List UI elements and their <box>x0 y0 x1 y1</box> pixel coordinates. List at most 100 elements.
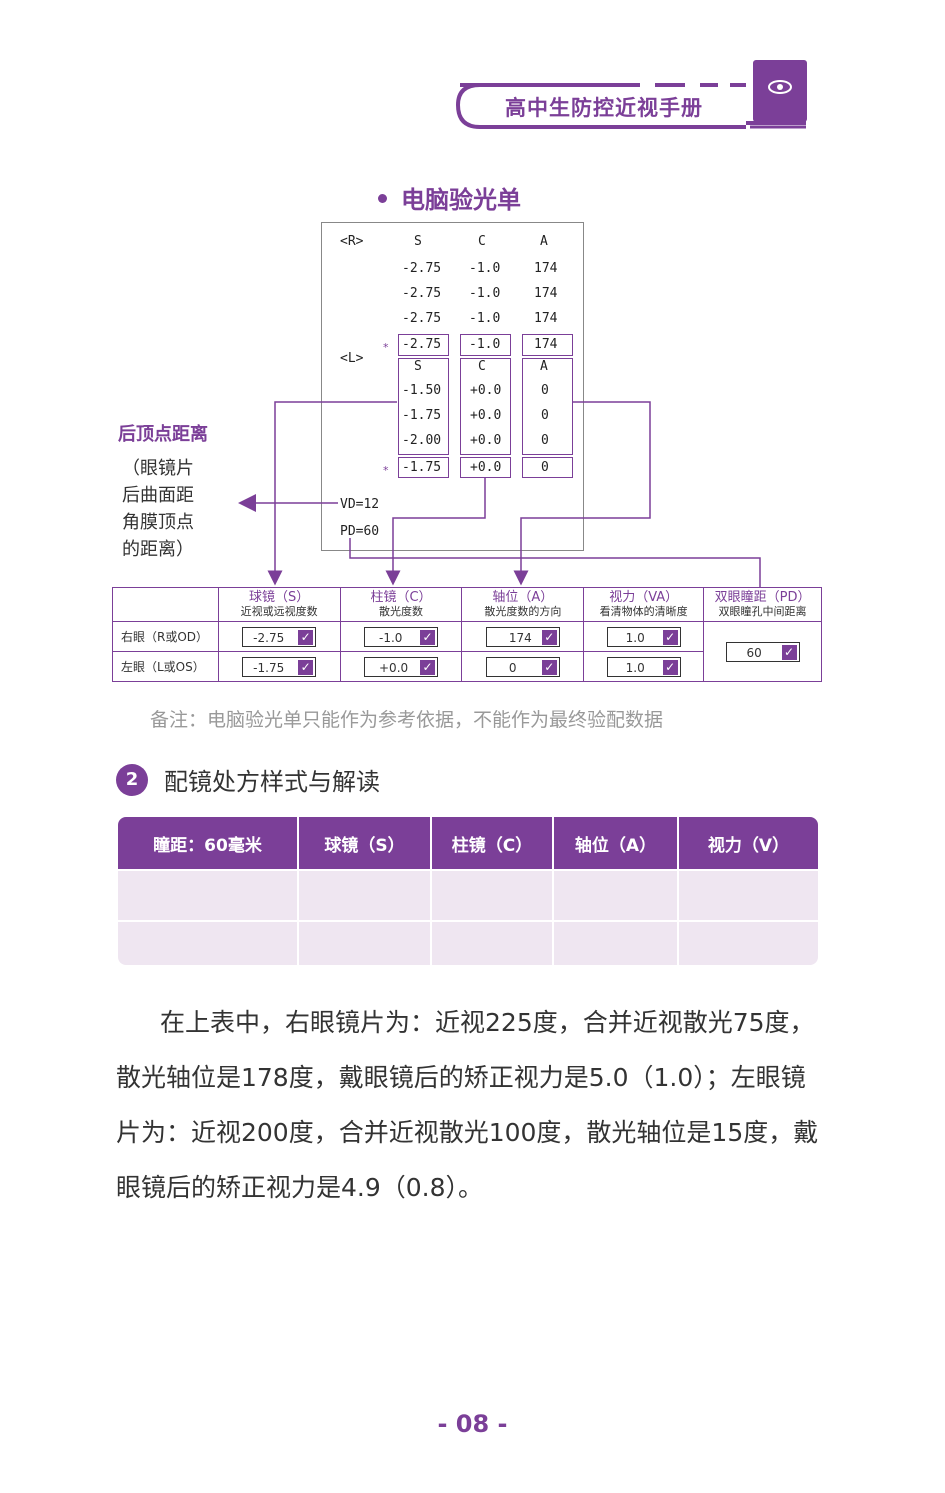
l-col-c-label: C <box>478 359 486 374</box>
r-avg-s-box <box>398 334 449 356</box>
checkbox-icon: ✓ <box>541 629 557 645</box>
r-avg-a-box <box>522 334 573 356</box>
left-eye-acuity-value: 1.0 <box>625 660 645 675</box>
body-paragraph: 在上表中，右眼镜片为：近视225度，合并近视散光75度，散光轴位是178度，戴眼… <box>116 1008 819 1202</box>
table-cell <box>431 869 554 921</box>
empty-header-cell <box>112 587 219 622</box>
right-eye-sphere-value: -2.75 <box>253 630 285 645</box>
vd-annotation-line1: （眼镜片 <box>122 458 194 479</box>
l-col-a-label: A <box>540 359 548 374</box>
header-pd: 双眼瞳距（PD）双眼瞳孔中间距离 <box>703 587 822 622</box>
right-eye-cylinder-cell: -1.0 ✓ <box>339 621 463 652</box>
col-c-label: C <box>478 234 486 249</box>
header-banner <box>455 60 807 129</box>
l-row1-c: +0.0 <box>470 383 502 398</box>
left-eye-sphere-box: -1.75 ✓ <box>242 656 317 677</box>
table-cell <box>678 920 818 965</box>
t2-header-axis: 轴位（A） <box>553 817 679 870</box>
left-eye-label: <L> <box>340 351 364 366</box>
checkbox-icon: ✓ <box>420 629 435 645</box>
header-axis: 轴位（A）散光度数的方向 <box>461 587 585 622</box>
left-eye-sphere-cell: -1.75 ✓ <box>217 651 341 682</box>
table-cell <box>118 920 299 965</box>
l-s-column-box <box>398 358 449 455</box>
left-eye-axis-box: 0✓ <box>485 656 560 677</box>
left-eye-cylinder-box: +0.0 ✓ <box>364 656 438 677</box>
l-avg-a-box <box>522 457 573 478</box>
checkbox-icon: ✓ <box>298 659 314 675</box>
r-avg-a: 174 <box>534 337 558 352</box>
r-row2-c: -1.0 <box>469 286 501 301</box>
table-cell <box>298 869 432 921</box>
left-eye-cylinder-value: +0.0 <box>379 660 409 675</box>
header-cylinder-title: 柱镜（C） <box>370 590 432 605</box>
right-eye-cylinder-box: -1.0 ✓ <box>364 626 438 647</box>
right-eye-cylinder-value: -1.0 <box>379 630 403 645</box>
t2-header-pd: 瞳距：60毫米 <box>118 817 299 870</box>
left-eye-axis-value: 0 <box>508 660 517 675</box>
l-row3-s: -2.00 <box>402 433 442 448</box>
page-number: - 08 - <box>437 1410 508 1438</box>
r-avg-s: -2.75 <box>402 337 442 352</box>
right-eye-sphere-box: -2.75 ✓ <box>242 626 317 647</box>
l-col-s-label: S <box>414 359 422 374</box>
right-eye-sphere-cell: -2.75 ✓ <box>217 621 341 652</box>
vd-annotation-line4: 的距离） <box>122 539 194 560</box>
r-avg-c-box <box>460 334 511 356</box>
right-eye-label: <R> <box>340 234 364 249</box>
table-cell <box>118 869 299 921</box>
header-sphere-title: 球镜（S） <box>249 590 310 605</box>
right-eye-acuity-value: 1.0 <box>625 630 645 645</box>
pd-cell: 60✓ <box>703 621 822 682</box>
left-eye-row-label: 左眼（L或OS） <box>112 651 219 682</box>
section2-title: 配镜处方样式与解读 <box>164 768 380 796</box>
l-a-column-box <box>522 358 573 455</box>
table-cell <box>553 920 679 965</box>
checkbox-icon: ✓ <box>420 659 435 675</box>
pd-value-cell: 60 <box>746 645 762 660</box>
col-a-label: A <box>540 234 548 249</box>
header-acuity-sub: 看清物体的清晰度 <box>599 605 688 618</box>
l-avg-s: -1.75 <box>402 460 442 475</box>
header-acuity: 视力（VA）看清物体的清晰度 <box>583 587 705 622</box>
table-row <box>118 869 818 921</box>
l-row2-a: 0 <box>541 408 549 423</box>
left-eye-acuity-cell: 1.0 ✓ <box>583 651 705 682</box>
connector-lines <box>238 401 761 587</box>
header-sphere: 球镜（S）近视或远视度数 <box>217 587 341 622</box>
l-row3-c: +0.0 <box>470 433 502 448</box>
vd-value: VD=12 <box>340 497 380 512</box>
l-c-column-box <box>460 358 511 455</box>
section-number-badge: 2 <box>116 764 148 796</box>
l-row1-a: 0 <box>541 383 549 398</box>
t2-header-sphere: 球镜（S） <box>298 817 432 870</box>
header-pd-title: 双眼瞳距（PD） <box>714 590 811 605</box>
table-cell <box>678 869 818 921</box>
t2-header-acuity: 视力（V） <box>678 817 818 870</box>
r-row1-s: -2.75 <box>402 261 442 276</box>
note-text: 备注：电脑验光单只能作为参考依据，不能作为最终验配数据 <box>150 709 664 731</box>
header-cylinder-sub: 散光度数 <box>379 605 423 618</box>
checkbox-icon: ✓ <box>541 659 557 675</box>
header-axis-title: 轴位（A） <box>492 590 554 605</box>
checkbox-icon: ✓ <box>298 629 314 645</box>
table-cell <box>298 920 432 965</box>
header-pd-sub: 双眼瞳孔中间距离 <box>718 605 807 618</box>
table-cell <box>431 920 554 965</box>
r-row1-c: -1.0 <box>469 261 501 276</box>
right-eye-axis-cell: 174✓ <box>461 621 585 652</box>
l-avg-star: * <box>383 464 389 477</box>
refraction-receipt: <R> S C A -2.75 -1.0 174 -2.75 -1.0 174 … <box>321 222 584 551</box>
l-row1-s: -1.50 <box>402 383 442 398</box>
checkbox-icon: ✓ <box>662 659 678 675</box>
r-row2-a: 174 <box>534 286 558 301</box>
right-eye-row-label: 右眼（R或OD） <box>112 621 219 652</box>
eye-icon <box>768 80 792 94</box>
r-row2-s: -2.75 <box>402 286 442 301</box>
right-eye-axis-box: 174✓ <box>485 626 560 647</box>
left-eye-sphere-value: -1.75 <box>253 660 285 675</box>
right-eye-acuity-cell: 1.0 ✓ <box>583 621 705 652</box>
prescription-table: 球镜（S）近视或远视度数 柱镜（C）散光度数 轴位（A）散光度数的方向 视力（V… <box>112 587 822 682</box>
checkbox-icon: ✓ <box>662 629 678 645</box>
section-title: 电脑验光单 <box>378 180 521 215</box>
